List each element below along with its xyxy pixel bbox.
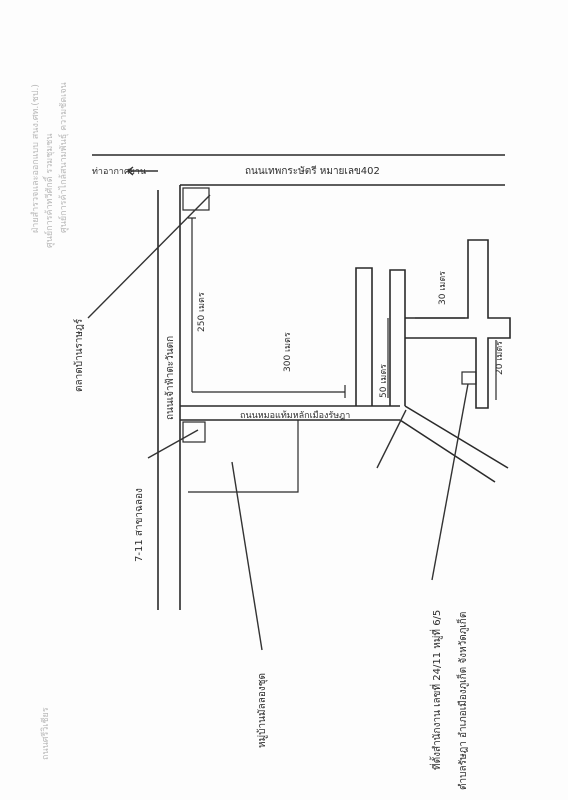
dim-20-label: 20 เมตร (495, 341, 505, 375)
svg-text:ศูนย์การค้าทวีศักดิ์ รวมชุมชน: ศูนย์การค้าทวีศักดิ์ รวมชุมชน (42, 133, 55, 248)
svg-text:30 เมตร: 30 เมตร (438, 271, 448, 305)
seven-eleven-leader (147, 429, 199, 459)
diag-leader (376, 409, 407, 469)
village-block (188, 420, 299, 493)
direction-arrowhead (126, 166, 134, 176)
main-road-label: ถนนเจ้าฟ้าตะวันตก (164, 336, 176, 420)
t-road (405, 239, 511, 409)
lane-50-left (355, 267, 373, 406)
footer-left-label: ถนนศรีวิเชียร (40, 707, 51, 760)
diag-road-upper (404, 405, 509, 469)
svg-text:ศูนย์การค้าไกล้สนามพันธุ์ ความ: ศูนย์การค้าไกล้สนามพันธุ์ ความชัดเจน (57, 82, 69, 233)
dim-30-label: 30 เมตร (438, 271, 448, 305)
svg-text:ฝ่ายสำรวจและออกแบบ สนง.ศท.(ชป.: ฝ่ายสำรวจและออกแบบ สนง.ศท.(ชป.) (30, 84, 41, 233)
side-road-label: ถนนหมอแท้มหลักเมืองรัษฎา (240, 410, 350, 421)
address-line-2: ตำบลรัษฎา อำเภอเมืองภูเก็ต จังหวัดภูเก็ต (455, 612, 469, 790)
svg-text:หมู่บ้านมัลลองชุด: หมู่บ้านมัลลองชุด (256, 673, 268, 748)
address-line-1: ที่ตั้งสำนักงาน เลขที่ 24/11 หมู่ที่ 6/5 (429, 610, 443, 770)
faint-header-1: ฝ่ายสำรวจและออกแบบ สนง.ศท.(ชป.) (30, 84, 41, 233)
svg-text:250 เมตร: 250 เมตร (197, 292, 207, 332)
svg-text:ตำบลรัษฎา อำเภอเมืองภูเก็ต จัง: ตำบลรัษฎา อำเภอเมืองภูเก็ต จังหวัดภูเก็ต (455, 612, 469, 790)
market-leader (87, 194, 211, 319)
svg-text:ถนนศรีวิเชียร: ถนนศรีวิเชียร (40, 707, 51, 760)
dim-250-label: 250 เมตร (197, 292, 207, 332)
diag-road-lower (399, 419, 496, 483)
office-leader (431, 383, 469, 581)
svg-text:50 เมตร: 50 เมตร (379, 364, 389, 398)
svg-text:300 เมตร: 300 เมตร (283, 332, 293, 372)
top-road-label: ถนนเทพกระษัตรี หมายเลข402 (245, 165, 380, 177)
svg-text:20 เมตร: 20 เมตร (495, 341, 505, 375)
market-label: ตลาดบ้านราษฎร์ (73, 318, 85, 392)
direction-label: ท่าอากาศยาน (92, 167, 146, 177)
village-label: หมู่บ้านมัลลองชุด (256, 673, 268, 748)
dim-300-label: 300 เมตร (283, 332, 293, 372)
office-box (461, 371, 477, 385)
svg-text:ที่ตั้งสำนักงาน เลขที่ 24/11 ห: ที่ตั้งสำนักงาน เลขที่ 24/11 หมู่ที่ 6/5 (429, 610, 443, 770)
svg-text:ถนนเจ้าฟ้าตะวันตก: ถนนเจ้าฟ้าตะวันตก (164, 336, 176, 420)
svg-text:7-11 สาขาฉลอง: 7-11 สาขาฉลอง (134, 488, 145, 562)
faint-header-3: ศูนย์การค้าไกล้สนามพันธุ์ ความชัดเจน (57, 82, 69, 233)
seven-eleven-box (182, 421, 206, 443)
dim-50-label: 50 เมตร (379, 364, 389, 398)
lane-50-right (389, 269, 406, 406)
faint-header-2: ศูนย์การค้าทวีศักดิ์ รวมชุมชน (42, 133, 55, 248)
svg-text:ตลาดบ้านราษฎร์: ตลาดบ้านราษฎร์ (73, 318, 85, 392)
village-leader (231, 461, 263, 651)
seven-eleven-label: 7-11 สาขาฉลอง (134, 488, 145, 562)
